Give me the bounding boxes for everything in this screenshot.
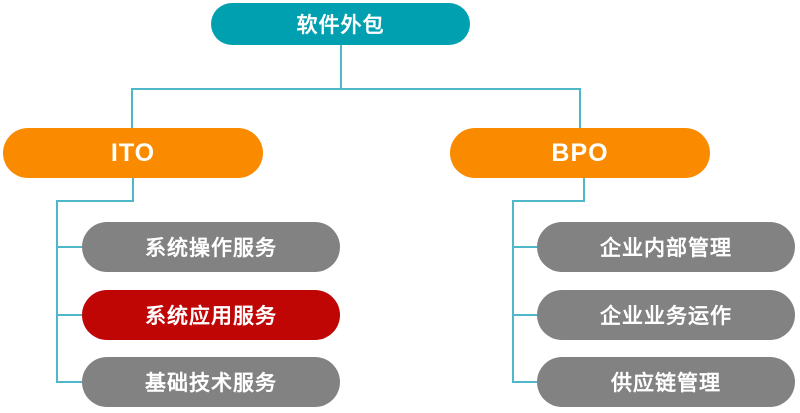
- connector-ito-trunk: [56, 200, 58, 383]
- connector-bpo-branch-2: [512, 314, 537, 316]
- connector-bpo-trunk: [512, 200, 514, 383]
- connector-bpo-stub: [583, 178, 585, 202]
- root-node-software-outsourcing: 软件外包: [211, 3, 470, 45]
- connector-ito-horizontal: [56, 200, 134, 202]
- connector-root-stub: [340, 45, 342, 89]
- connector-bpo-branch-1: [512, 246, 537, 248]
- leaf-node-system-application-services: 系统应用服务: [82, 290, 340, 340]
- leaf-node-basic-technology-services: 基础技术服务: [82, 357, 340, 407]
- connector-drop-bpo: [579, 88, 581, 128]
- connector-ito-branch-1: [56, 246, 82, 248]
- connector-ito-branch-2: [56, 314, 82, 316]
- leaf-node-supply-chain-management: 供应链管理: [537, 357, 795, 407]
- connector-ito-stub: [132, 178, 134, 202]
- leaf-node-enterprise-internal-management: 企业内部管理: [537, 222, 795, 272]
- connector-drop-ito: [131, 88, 133, 128]
- connector-bpo-branch-3: [512, 381, 537, 383]
- connector-ito-branch-3: [56, 381, 82, 383]
- branch-node-bpo: BPO: [450, 128, 710, 178]
- leaf-node-system-operation-services: 系统操作服务: [82, 222, 340, 272]
- connector-top-horizontal: [131, 88, 581, 90]
- branch-node-ito: ITO: [3, 128, 263, 178]
- leaf-node-enterprise-business-operation: 企业业务运作: [537, 290, 795, 340]
- connector-bpo-horizontal: [512, 200, 585, 202]
